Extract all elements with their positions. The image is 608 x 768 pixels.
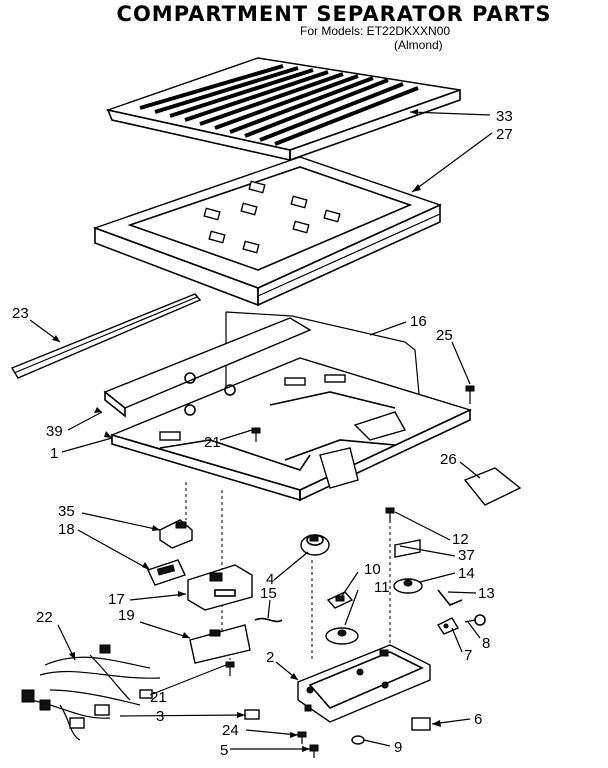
part-21-lower-screw (225, 661, 235, 676)
part-13-tube (437, 589, 463, 606)
part-19-bracket (189, 624, 251, 664)
callout-13: 13 (478, 585, 495, 602)
callout-18: 18 (58, 521, 75, 538)
callout-23: 23 (12, 305, 29, 322)
part-18-bezel (147, 559, 186, 586)
part-33-top-grille (105, 57, 461, 162)
models-line: For Models: ET22DKXXN00 (300, 24, 451, 38)
callout-22: 22 (36, 609, 53, 626)
part-22-wire-harness (21, 644, 161, 741)
callout-25: 25 (436, 327, 453, 344)
part-39-bracket-rail (103, 317, 312, 418)
callout-16: 16 (410, 313, 427, 330)
callout-19: 19 (118, 607, 135, 624)
callout-5: 5 (220, 742, 228, 759)
part-25-screw (465, 385, 475, 404)
page-title: COMPARTMENT SEPARATOR PARTS (116, 2, 552, 26)
callout-17: 17 (108, 591, 125, 608)
callout-4: 4 (266, 571, 274, 588)
callout-11: 11 (374, 579, 390, 596)
callout-3: 3 (156, 708, 164, 725)
part-4-fan-motor (300, 534, 330, 556)
callout-12: 12 (452, 531, 469, 548)
part-27-frame (92, 156, 442, 307)
part-2-base-tray (297, 644, 431, 723)
callout-26: 26 (440, 451, 457, 468)
part-5-screw (309, 744, 319, 758)
part-26-cover (463, 467, 522, 506)
callout-1: 1 (50, 445, 58, 462)
part-10-switch (326, 591, 354, 609)
part-11-fan-blade (325, 627, 359, 645)
part-24-screw (297, 731, 307, 744)
callout-35: 35 (58, 503, 75, 520)
callout-10: 10 (364, 561, 381, 578)
callout-21-lower: 21 (150, 689, 167, 706)
callout-9: 9 (394, 739, 402, 756)
callout-21-upper: 21 (204, 434, 221, 451)
callout-2: 2 (266, 649, 274, 666)
part-37-shield (394, 539, 421, 558)
callout-14: 14 (458, 565, 475, 582)
callout-27: 27 (496, 126, 513, 143)
callout-8: 8 (482, 635, 490, 652)
part-7-bracket (436, 617, 460, 635)
callout-7: 7 (464, 647, 472, 664)
callout-24: 24 (222, 722, 239, 739)
part-35-damper-knob (159, 519, 193, 549)
leader-lines (29, 111, 493, 750)
callout-39: 39 (46, 423, 63, 440)
part-6-clip (411, 717, 431, 731)
part-12-screw (385, 507, 395, 522)
color-line: (Almond) (394, 38, 443, 52)
leader-arrowheads (52, 109, 441, 752)
part-9-grommet (351, 735, 365, 745)
part-23-trim-strip (10, 293, 202, 379)
callout-33: 33 (496, 108, 513, 125)
callout-37: 37 (458, 547, 475, 564)
part-15-tube (254, 617, 283, 623)
part-1-separator-panel (109, 357, 472, 502)
part-17-control-housing (187, 564, 253, 611)
part-3-clip (244, 709, 260, 720)
part-8-grommet (464, 614, 486, 626)
part-16-wire (225, 311, 421, 406)
callout-6: 6 (474, 711, 482, 728)
callout-15: 15 (260, 585, 277, 602)
part-14-fan-blade (393, 578, 423, 594)
